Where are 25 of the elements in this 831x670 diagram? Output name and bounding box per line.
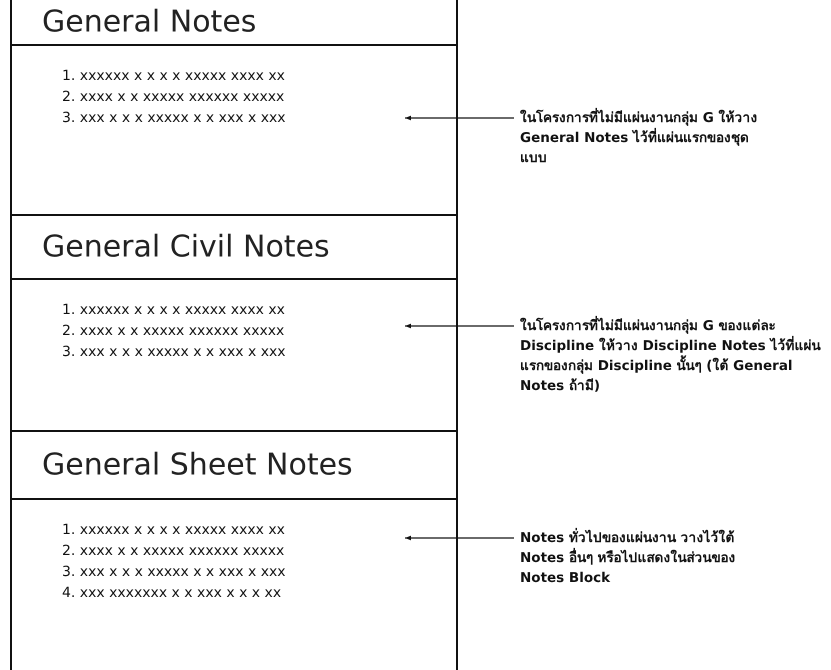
- note-item: 1. xxxxxx x x x x xxxxx xxxx xx: [62, 67, 286, 86]
- notes-list-box: [10, 500, 458, 670]
- note-item: 3. xxx x x x xxxxx x x xxx x xxx: [62, 563, 287, 582]
- note-item: 1. xxxxxx x x x x xxxxx xxxx xx: [62, 301, 286, 320]
- section-heading: General Civil Notes: [42, 230, 330, 264]
- section-heading: General Notes: [42, 4, 256, 40]
- note-item: 1. xxxxxx x x x x xxxxx xxxx xx: [62, 521, 286, 540]
- arrow: [405, 324, 514, 328]
- section-heading-box: [10, 214, 458, 280]
- note-item: 2. xxxx x x xxxxx xxxxxx xxxxx: [62, 542, 286, 561]
- section-heading-box: [10, 0, 458, 46]
- note-item: 4. xxx xxxxxxx x x xxx x x x xx: [62, 584, 282, 603]
- arrow: [405, 536, 514, 540]
- notes-list-box: [10, 280, 458, 432]
- arrow: [405, 116, 514, 120]
- note-item: 2. xxxx x x xxxxx xxxxxx xxxxx: [62, 322, 286, 341]
- annotation-note: Notes ทั่วไปของแผ่นงาน วางไว้ใต้ Notes อื่นๆ หรือไปแสดงในส่วนของ Notes Block: [520, 528, 780, 588]
- note-item: 3. xxx x x x xxxxx x x xxx x xxx: [62, 109, 287, 128]
- note-item: 3. xxx x x x xxxxx x x xxx x xxx: [62, 343, 287, 362]
- annotation-note: ในโครงการที่ไม่มีแผ่นงานกลุ่ม G ให้วาง General Notes ไว้ที่แผ่นแรกของชุดแบบ: [520, 108, 770, 168]
- notes-list-box: [10, 46, 458, 216]
- section-heading: General Sheet Notes: [42, 448, 353, 482]
- section-heading-box: [10, 430, 458, 500]
- note-item: 2. xxxx x x xxxxx xxxxxx xxxxx: [62, 88, 286, 107]
- annotation-note: ในโครงการที่ไม่มีแผ่นงานกลุ่ม G ของแต่ละ Discipline ให้วาง Discipline Notes ไว้ที่แผ่นแรกของกลุ่ม Discipline นั้นๆ (ใต้ General Notes ถ้ามี): [520, 316, 825, 396]
